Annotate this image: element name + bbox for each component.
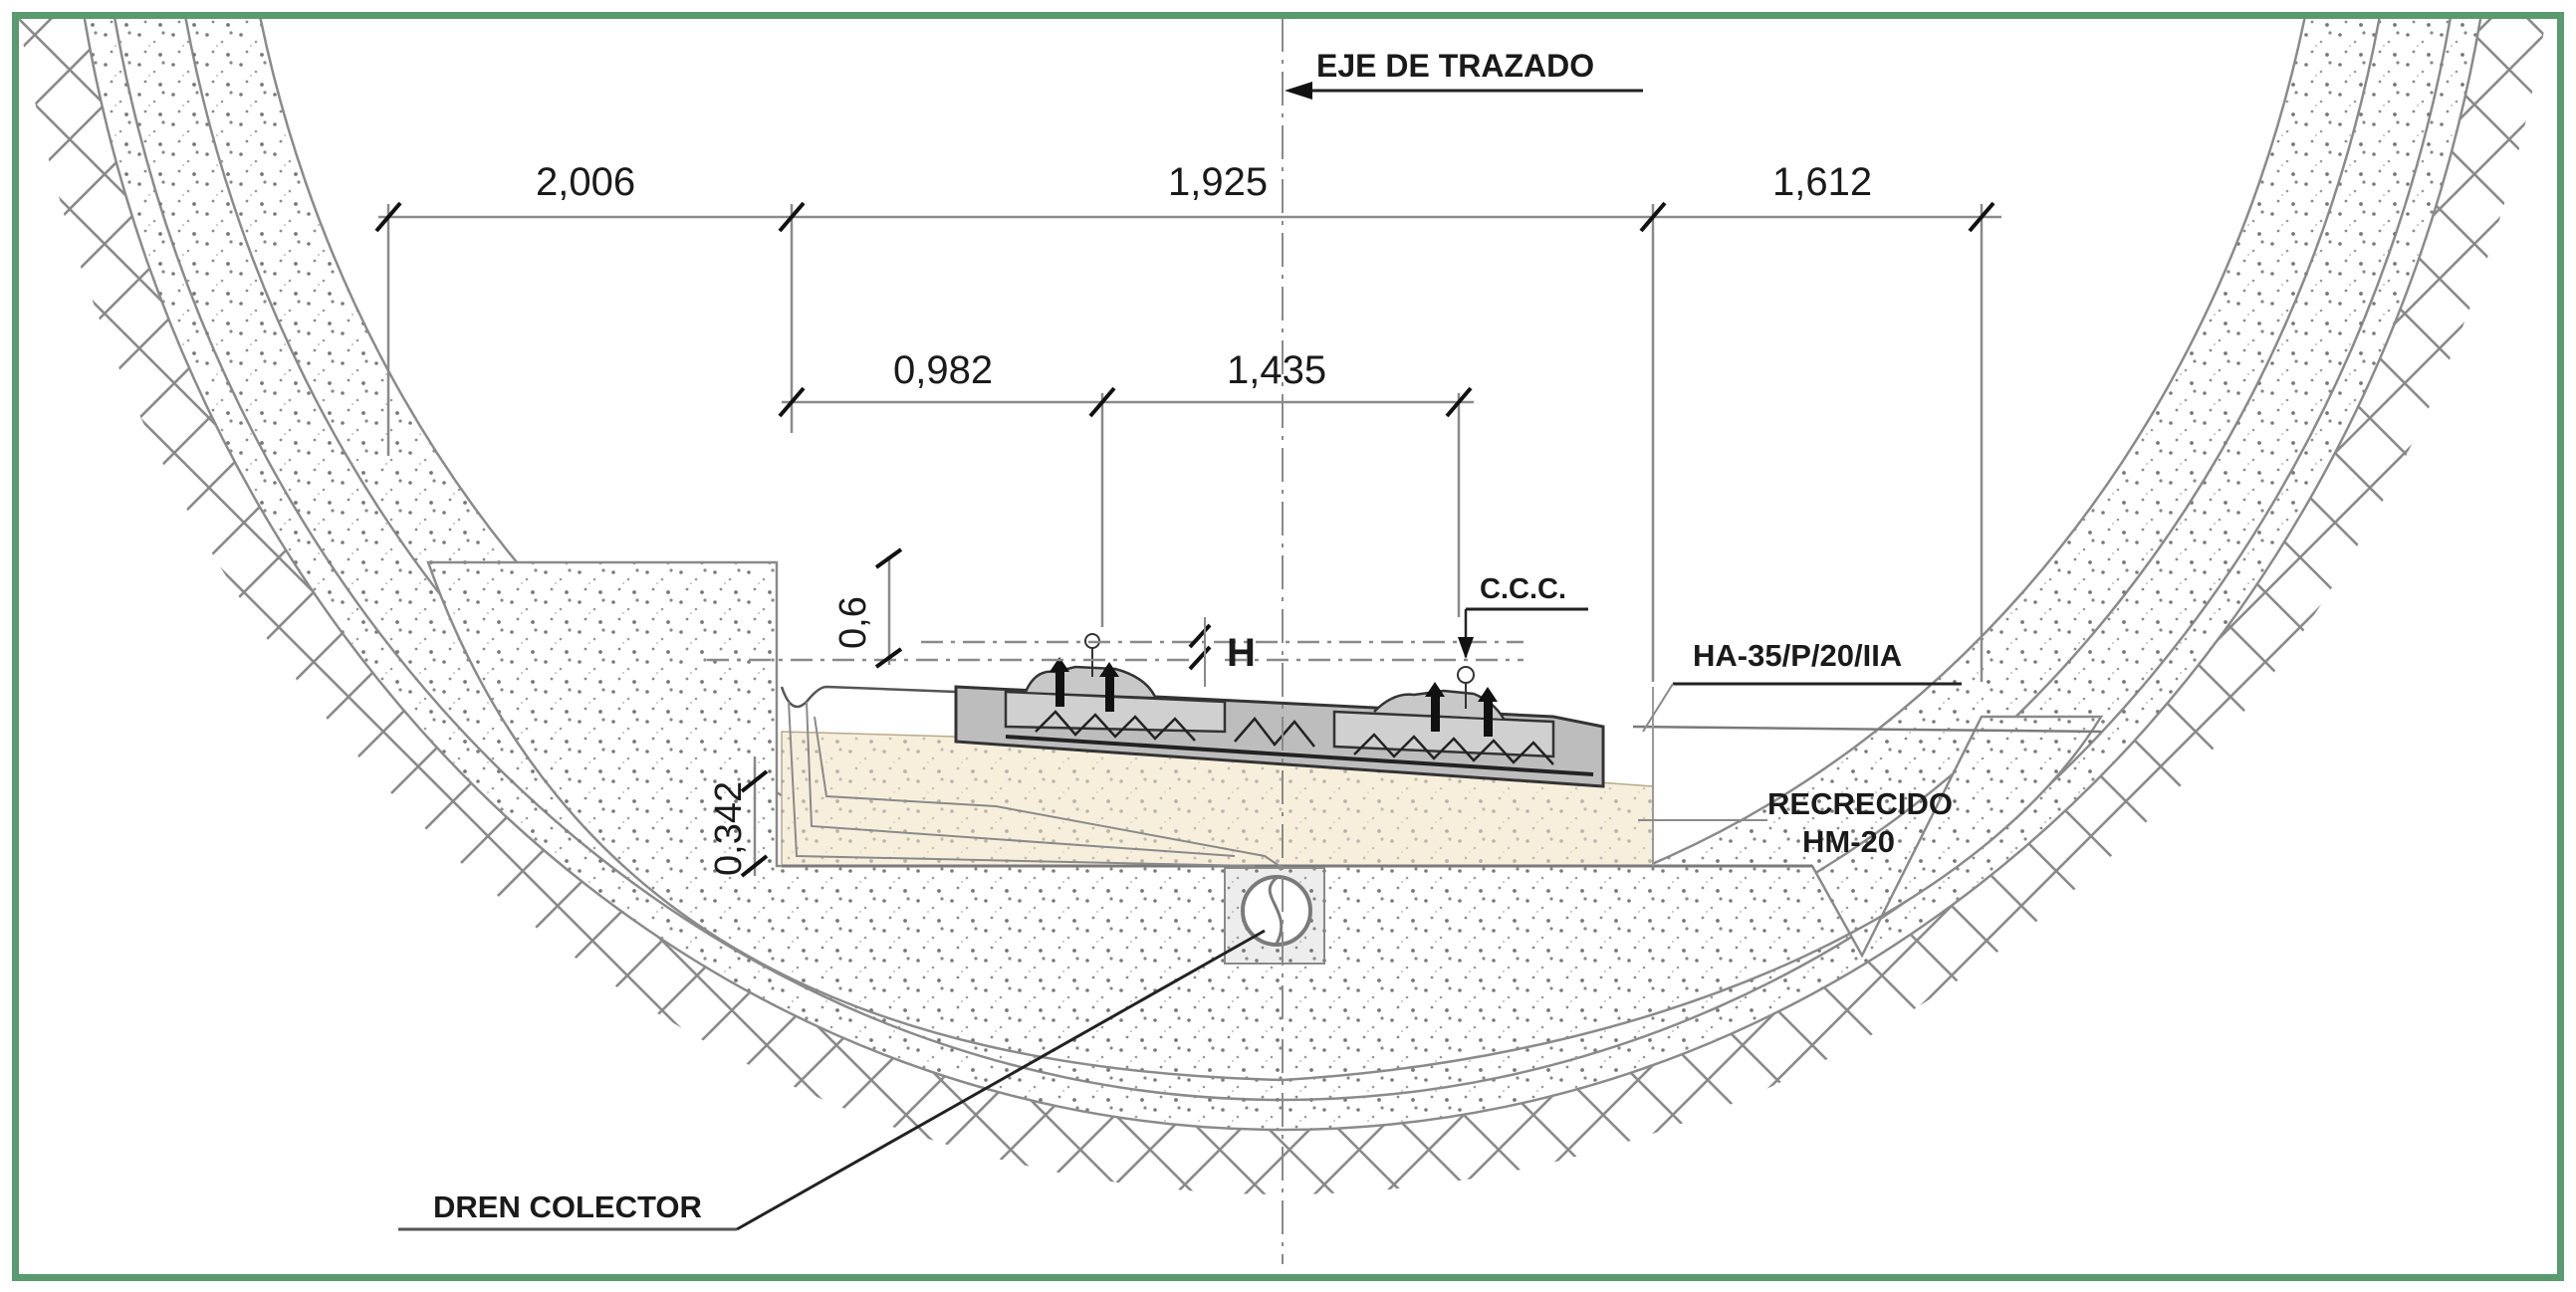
top-dimension-line — [374, 201, 2001, 682]
dimension-0-342: 0,342 — [708, 780, 750, 876]
dimension-1-435: 1,435 — [1227, 348, 1327, 392]
rail-level-lines — [707, 640, 1523, 662]
material-hm20-label: HM-20 — [1802, 824, 1896, 859]
dimension-0-982: 0,982 — [893, 348, 994, 392]
drain-pipe — [1224, 867, 1325, 965]
vertical-dimension-0-6 — [874, 547, 903, 669]
centerline-leader — [1285, 82, 1643, 100]
dimension-0-6: 0,6 — [832, 596, 874, 649]
material-recrecido-label: RECRECIDO — [1767, 786, 1954, 821]
ccc-leader — [1458, 607, 1588, 659]
dimension-1-612: 1,612 — [1772, 160, 1873, 204]
track-slab — [954, 633, 1605, 788]
centerline-label: EJE DE TRAZADO — [1316, 48, 1595, 84]
vertical-dimension-0-342 — [740, 756, 769, 878]
dimension-2-006: 2,006 — [536, 160, 636, 204]
material-leaders — [1638, 682, 1962, 821]
dimension-1-925: 1,925 — [1168, 160, 1269, 204]
ccc-label: C.C.C. — [1480, 573, 1566, 605]
material-ha35-label: HA-35/P/20/IIA — [1693, 638, 1903, 673]
rail-dimension-line — [778, 386, 1474, 627]
drain-label: DREN COLECTOR — [433, 1189, 702, 1224]
h-marker-ticks — [1188, 617, 1212, 687]
h-marker-label: H — [1227, 631, 1256, 675]
drain-leader — [398, 929, 1266, 1231]
